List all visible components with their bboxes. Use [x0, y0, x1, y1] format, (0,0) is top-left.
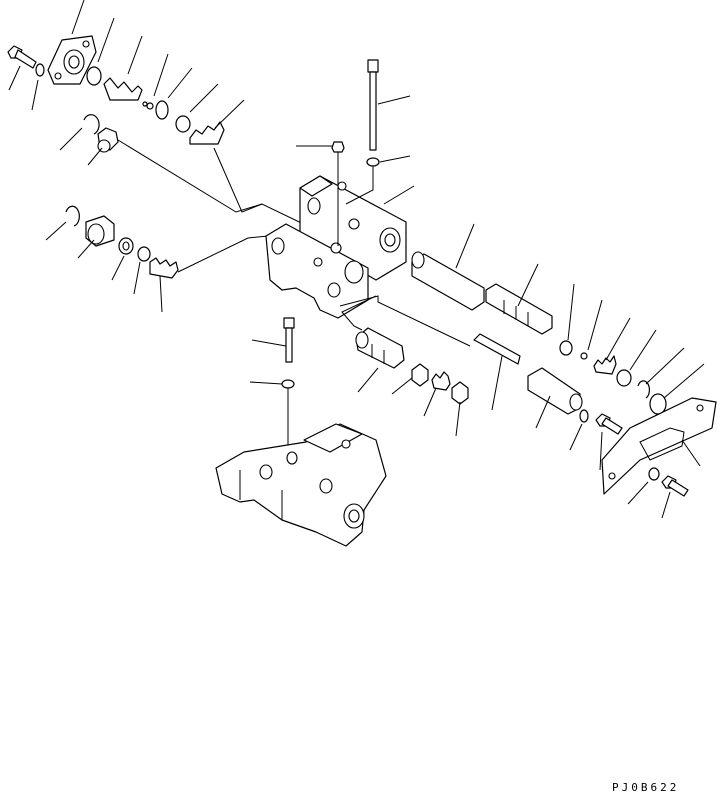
snap-ring-mid: [45, 205, 80, 241]
flange-cover: [47, 0, 97, 85]
washer-top-left: [31, 63, 45, 111]
cap-right: [616, 329, 657, 387]
spring-1: [103, 35, 143, 101]
spring-2: [189, 99, 245, 145]
plug-right-1: [559, 283, 575, 356]
oring-cover: [86, 17, 115, 86]
piston-sleeve: [527, 367, 583, 429]
washer-mid-2: [133, 246, 151, 295]
centerline-middle: [341, 295, 377, 331]
valve-stem: [473, 333, 521, 411]
bolt-top-left: [7, 45, 37, 91]
washer-mid-1: [111, 237, 134, 281]
centerline-upper: [213, 147, 321, 233]
bolt-lower-right: [595, 413, 623, 471]
bolt-plate: [661, 475, 689, 519]
sleeve-mid: [77, 215, 115, 259]
washer-plate: [627, 467, 660, 505]
washer-bottom: [249, 379, 295, 448]
plug-left: [87, 127, 119, 166]
washer-lower-right: [569, 409, 589, 451]
snap-ring-left: [59, 114, 100, 151]
spring-mid: [149, 257, 179, 313]
valve-body-bottom: [215, 423, 387, 547]
oring-right: [649, 363, 705, 415]
plug-middle: [391, 363, 429, 395]
small-ball-right: [580, 299, 603, 360]
washer-top-center: [345, 155, 411, 205]
centerline-left-top: [117, 139, 263, 213]
bolt-top-center: [367, 59, 411, 151]
bolt-bottom: [251, 317, 295, 363]
spring-right: [593, 317, 631, 375]
spool-2: [485, 263, 553, 335]
centerline-lower: [339, 295, 471, 347]
spool-1: [411, 223, 485, 311]
valve-body-upper: [299, 175, 415, 281]
snap-ring-1: [155, 67, 193, 120]
snap-ring-right: [637, 347, 685, 399]
small-ball: [142, 53, 169, 110]
nipple-fitting: [296, 141, 345, 246]
centerline-left-mid: [177, 235, 269, 273]
cover-plate-right: [601, 397, 717, 495]
drawing-code: PJ0B622: [612, 781, 680, 794]
plug-middle-2: [451, 381, 469, 437]
cap-1: [175, 83, 219, 133]
spring-middle: [423, 371, 451, 417]
spool-middle: [355, 327, 405, 393]
